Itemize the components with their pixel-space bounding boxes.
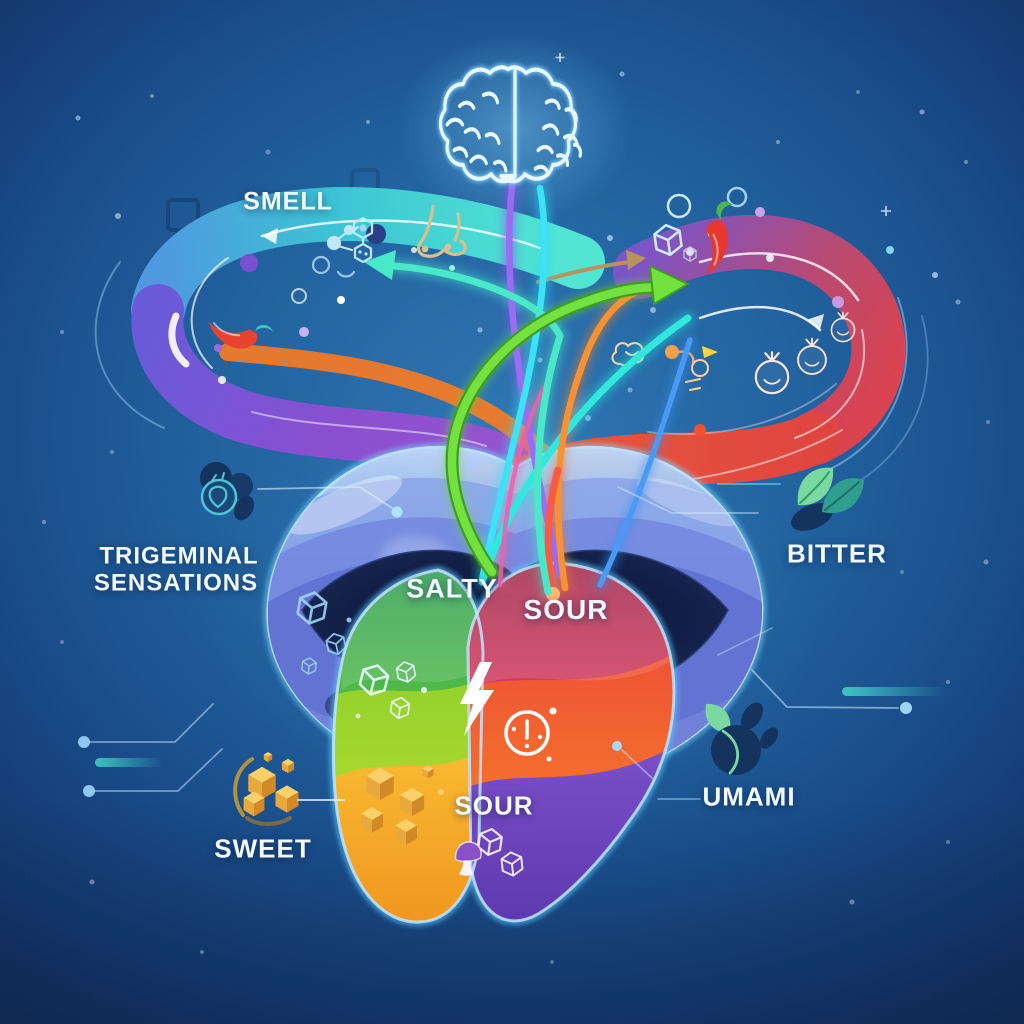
lightning-bolt-icon <box>460 662 494 736</box>
smell-label: SMELL <box>243 187 333 216</box>
coffee-bean-icon <box>705 702 779 775</box>
sour-back-icons <box>455 826 525 878</box>
trigeminal-label-line1: TRIGEMINAL <box>99 542 259 570</box>
brain-icon <box>437 63 583 185</box>
tongue <box>328 558 679 927</box>
salty-region-label: SALTY <box>406 573 498 604</box>
circuit-lines <box>78 483 946 801</box>
umami-label: UMAMI <box>702 781 796 812</box>
chili-pepper-icon <box>208 321 273 349</box>
bitter-label: BITTER <box>787 538 887 569</box>
sweet-label: SWEET <box>214 833 312 864</box>
salt-crystal-icons <box>355 659 427 721</box>
smell-arrow <box>364 250 564 596</box>
berries-icon <box>200 462 255 521</box>
flavor-arrow <box>445 264 691 579</box>
sour-back-region-label: SOUR <box>454 790 534 821</box>
tomato-icons <box>754 311 856 395</box>
molecule-icon <box>311 216 374 278</box>
sour-face-icon <box>504 707 557 762</box>
leaves-icon <box>791 467 864 531</box>
sour-front-region-label: SOUR <box>523 594 609 625</box>
sugar-cubes-icon <box>233 752 299 826</box>
neural-pathways <box>364 180 695 606</box>
salt-crystal-icons <box>294 589 352 676</box>
trigeminal-label-line2: SENSATIONS <box>93 569 259 597</box>
chili-pepper-icon <box>704 201 733 276</box>
gold-sugar-cubes-icon <box>361 765 444 845</box>
nose-icon <box>416 204 467 258</box>
